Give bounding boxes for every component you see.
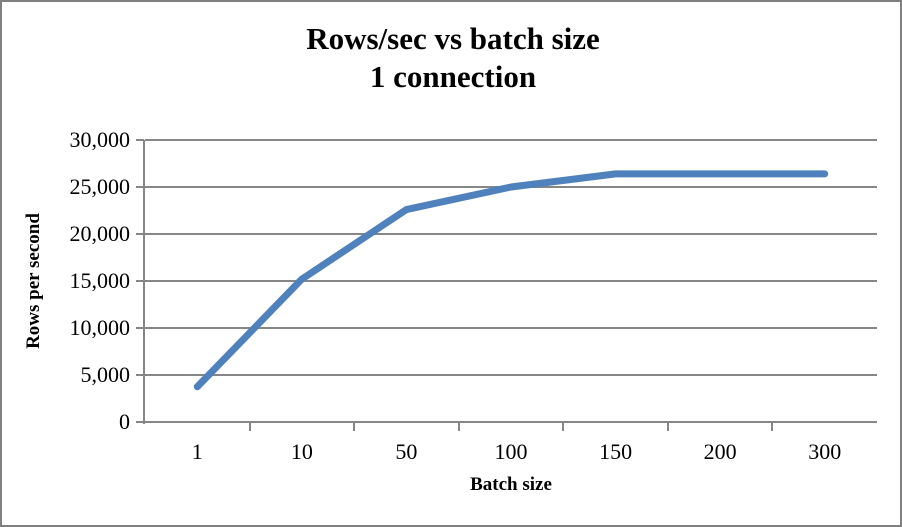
gridline <box>145 280 877 282</box>
y-axis-tick-label: 25,000 <box>69 174 131 199</box>
x-axis-title-label: Batch size <box>470 474 552 495</box>
y-axis-tick-labels: 0 5,000 10,000 15,000 20,000 25,000 30,000 <box>2 2 131 525</box>
x-axis-tick <box>353 423 356 431</box>
chart-title-line-2: 1 connection <box>369 59 537 94</box>
x-axis-tick <box>248 423 251 431</box>
y-axis-tick <box>136 374 144 376</box>
gridline <box>145 186 877 188</box>
x-axis-title: Batch size <box>145 474 877 496</box>
y-axis-tick-label: 30,000 <box>69 127 131 152</box>
gridline <box>145 374 877 376</box>
x-axis-tick-label: 10 <box>290 439 313 464</box>
gridline <box>145 327 877 329</box>
y-axis-tick <box>136 139 144 141</box>
x-axis-tick-label: 1 <box>191 439 203 464</box>
y-axis-tick-label: 5,000 <box>80 362 131 387</box>
gridline <box>145 139 877 141</box>
y-axis-tick <box>136 421 144 423</box>
x-axis-tick-label: 100 <box>494 439 528 464</box>
x-axis-tick-label: 300 <box>808 439 842 464</box>
x-axis-tick <box>562 423 565 431</box>
y-axis-tick <box>136 327 144 329</box>
x-axis-line <box>145 421 877 423</box>
y-axis-tick-label: 15,000 <box>69 268 131 293</box>
x-axis-tick-label: 50 <box>395 439 418 464</box>
y-axis-tick-label: 20,000 <box>69 221 131 246</box>
chart-title: Rows/sec vs batch size 1 connection <box>2 20 900 96</box>
chart-title-line-1: Rows/sec vs batch size <box>306 21 600 56</box>
y-axis-line <box>143 140 145 424</box>
x-axis-tick-label: 150 <box>599 439 633 464</box>
x-axis-tick <box>457 423 460 431</box>
y-axis-tick <box>136 233 144 235</box>
x-axis-tick <box>666 423 669 431</box>
gridline <box>145 233 877 235</box>
y-axis-tick <box>136 186 144 188</box>
y-axis-tick-label: 10,000 <box>69 315 131 340</box>
y-axis-tick-label: 0 <box>119 409 130 434</box>
x-axis-tick <box>771 423 774 431</box>
x-axis-tick-label: 200 <box>703 439 737 464</box>
y-axis-tick <box>136 280 144 282</box>
plot-area <box>145 139 877 423</box>
